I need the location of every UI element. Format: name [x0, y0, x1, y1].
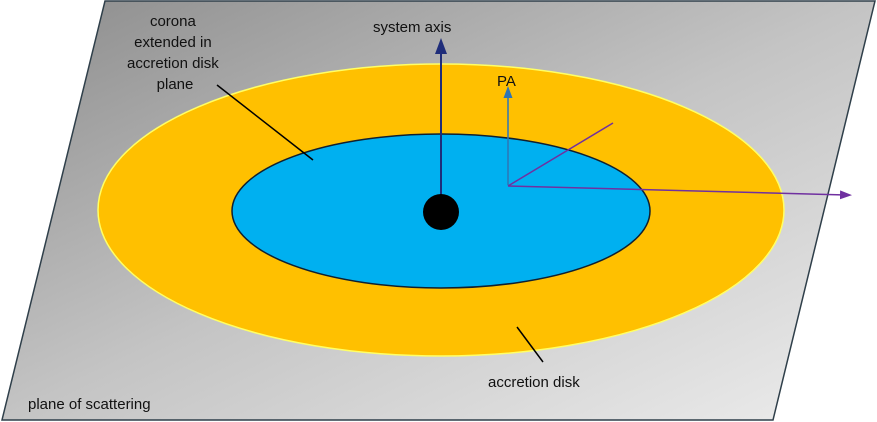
polarization-vector-horizontal — [507, 185, 852, 200]
central-black-hole — [423, 194, 459, 230]
system-axis-label: system axis — [373, 19, 451, 36]
disk-pointer-line — [516, 326, 544, 363]
pa-label: PA — [497, 73, 516, 90]
polarization-vector-oblique — [507, 122, 614, 187]
corona-label: corona extended in accretion disk plane — [127, 13, 223, 93]
plane-of-scattering-label: plane of scattering — [28, 396, 151, 413]
accretion-disk-label: accretion disk — [488, 374, 580, 391]
corona-pointer-line — [216, 84, 314, 161]
